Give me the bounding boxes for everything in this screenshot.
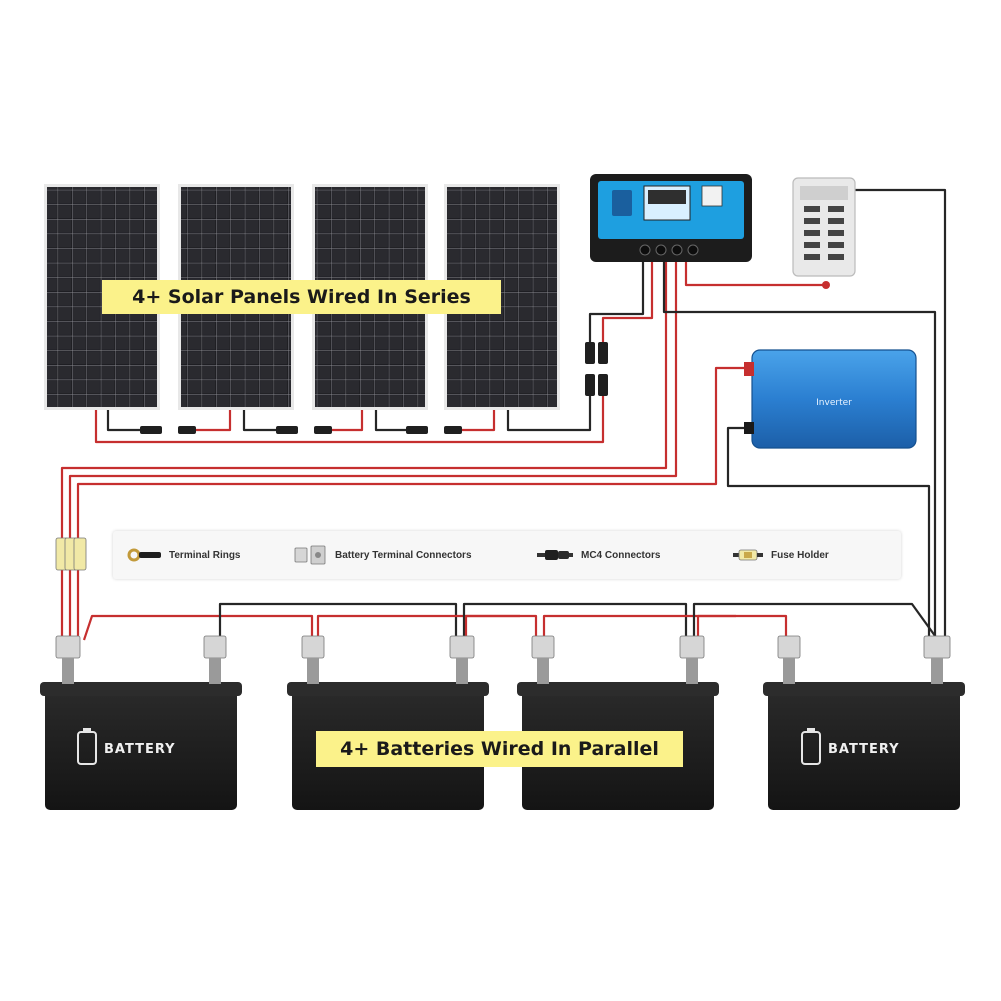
inverter-label: Inverter bbox=[816, 398, 852, 408]
legend-label: Battery Terminal Connectors bbox=[335, 549, 472, 561]
legend-label: MC4 Connectors bbox=[581, 549, 661, 561]
legend-label: Fuse Holder bbox=[771, 549, 829, 561]
legend-label: Terminal Rings bbox=[169, 549, 241, 561]
legend-item-terminal-rings: Terminal Rings bbox=[127, 531, 241, 579]
panel-series-wires bbox=[94, 395, 605, 444]
charge-controller bbox=[590, 174, 752, 262]
terminal-ring-icon bbox=[127, 548, 161, 562]
battery-terminal-connector-icon bbox=[294, 545, 326, 565]
battery-4: BATTERY bbox=[763, 682, 965, 810]
legend-item-battery-terminal-connectors: Battery Terminal Connectors bbox=[293, 531, 472, 579]
legend-item-mc4-connectors: MC4 Connectors bbox=[537, 531, 660, 579]
battery-1-brand: BATTERY bbox=[104, 742, 176, 757]
solar-panels-callout: 4+ Solar Panels Wired In Series bbox=[102, 280, 501, 314]
inverter: Inverter bbox=[744, 349, 917, 449]
battery-terminal-connectors bbox=[55, 635, 951, 684]
mc4-connector-icon bbox=[537, 550, 573, 560]
fuse-box bbox=[792, 177, 856, 289]
fuse-holder-icon bbox=[733, 549, 763, 561]
legend-item-fuse-holder: Fuse Holder bbox=[733, 531, 829, 579]
inline-fuse-holders bbox=[55, 537, 87, 571]
component-legend: Terminal Rings Battery Terminal Connecto… bbox=[113, 531, 901, 579]
mc4-connectors bbox=[140, 342, 608, 434]
battery-1: BATTERY bbox=[40, 682, 242, 810]
battery-4-brand: BATTERY bbox=[828, 742, 900, 757]
battery-parallel-wires bbox=[82, 602, 939, 641]
batteries-callout: 4+ Batteries Wired In Parallel bbox=[316, 731, 683, 767]
